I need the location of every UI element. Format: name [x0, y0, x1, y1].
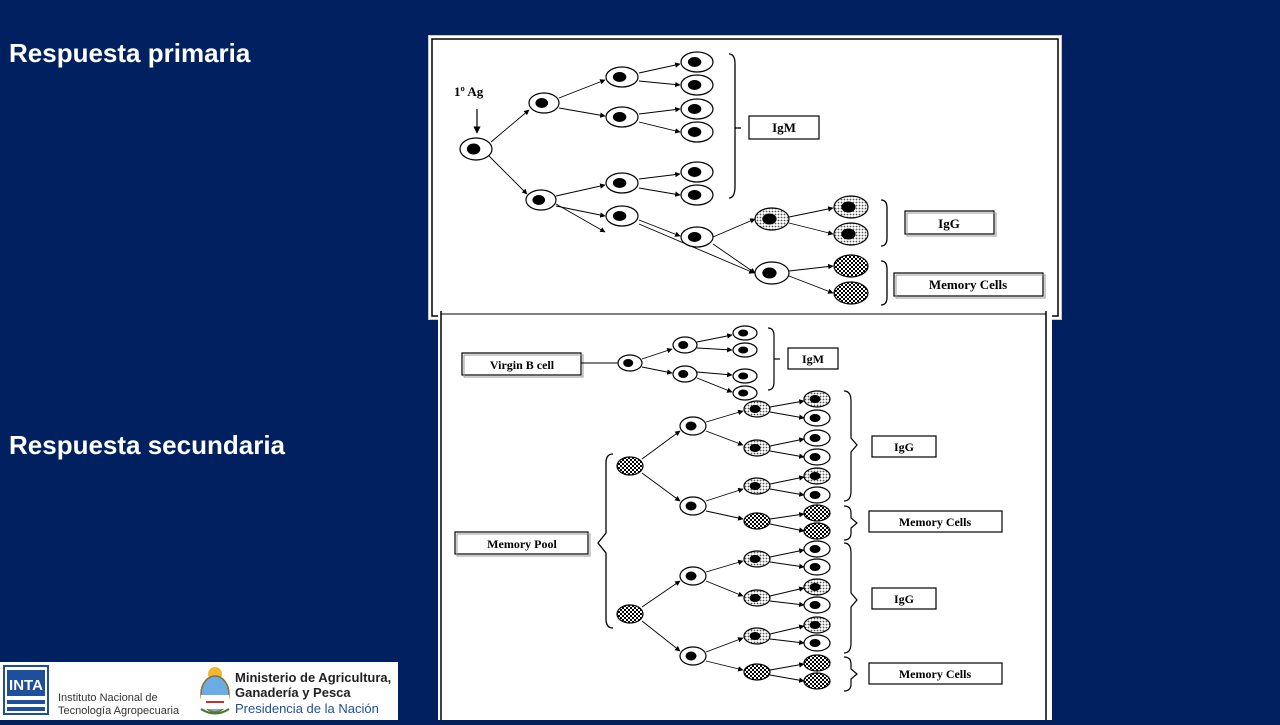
- inta-name-line2: Tecnología Agropecuaria: [58, 705, 180, 717]
- secondary-igm-label: IgM: [802, 352, 824, 366]
- inta-name-line1: Instituto Nacional de: [58, 692, 158, 704]
- cell-plain: [525, 189, 557, 211]
- memory-pool-label: Memory Pool: [487, 537, 557, 551]
- inta-logo-text: INTA: [9, 677, 43, 694]
- argentina-coat-of-arms-icon: [200, 667, 230, 715]
- cell-plain: [803, 558, 831, 576]
- cell-plain: [680, 74, 714, 96]
- cell-plain: [680, 98, 714, 120]
- cell-dotted: [743, 550, 771, 568]
- cell-plain: [680, 51, 714, 73]
- cell-plain: [617, 354, 643, 372]
- cell-plain: [732, 325, 758, 341]
- inta-logo: INTA: [3, 665, 49, 715]
- igg-label-box-2: IgG: [871, 587, 937, 610]
- cell-plain: [605, 106, 639, 128]
- cell-plain: [803, 634, 831, 652]
- cell-plain: [459, 137, 493, 161]
- cell-plain: [605, 172, 639, 194]
- cell-plain: [679, 416, 707, 436]
- memory-cells-label-2: Memory Cells: [899, 667, 972, 681]
- igg-label-box-1: IgG: [871, 435, 937, 458]
- igg-label: IgG: [938, 216, 960, 231]
- heading-secondary-response: Respuesta secundaria: [9, 430, 286, 460]
- ministry-line3: Presidencia de la Nación: [235, 701, 379, 716]
- cell-plain: [803, 486, 831, 504]
- virgin-b-cell-label: Virgin B cell: [490, 358, 555, 372]
- cell-plain: [803, 540, 831, 558]
- virgin-b-cell-label-box: Virgin B cell: [461, 352, 584, 378]
- footer-logo-strip: INTA Instituto Nacional de Tecnología Ag…: [3, 665, 391, 717]
- cell-memory: [803, 672, 831, 690]
- cell-plain: [680, 161, 714, 183]
- footer-logos: INTA Instituto Nacional de Tecnología Ag…: [0, 662, 398, 720]
- cell-plain: [732, 385, 758, 401]
- secondary-response-diagram: Virgin B cell IgM Memory Pool IgG Memory…: [438, 311, 1052, 720]
- secondary-igm-label-box: IgM: [787, 347, 839, 370]
- cell-plain: [605, 205, 639, 227]
- cell-plain: [528, 92, 560, 114]
- primary-response-diagram: 1º Ag IgM IgG Memory Cells: [428, 35, 1062, 320]
- cell-plain: [803, 448, 831, 466]
- cell-plain: [732, 368, 758, 384]
- cell-dotted: [754, 207, 790, 231]
- igg-label-1: IgG: [894, 440, 914, 454]
- cell-plain: [803, 596, 831, 614]
- antigen-label: 1º Ag: [454, 84, 484, 99]
- cell-memory: [803, 654, 831, 672]
- cell-dotted: [743, 400, 771, 418]
- ministry-line1: Ministerio de Agricultura,: [235, 670, 391, 685]
- cell-dotted: [803, 578, 831, 596]
- cell-plain: [605, 66, 639, 88]
- cell-plain: [679, 496, 707, 516]
- memory-cells-label-box: Memory Cells: [893, 272, 1046, 299]
- cell-plain: [732, 342, 758, 358]
- cell-plain: [679, 566, 707, 586]
- cell-dotted: [743, 627, 771, 645]
- ministry-line2: Ganadería y Pesca: [235, 685, 351, 700]
- cell-dotted: [803, 616, 831, 634]
- cell-plain: [672, 365, 698, 383]
- igg-label-box: IgG: [904, 210, 997, 237]
- cell-dotted: [803, 390, 831, 408]
- memory-pool-label-box: Memory Pool: [454, 531, 591, 557]
- igg-label-2: IgG: [894, 592, 914, 606]
- cell-dotted: [743, 589, 771, 607]
- cell-memory: [833, 254, 869, 278]
- cell-plain: [803, 429, 831, 447]
- cell-dotted: [743, 439, 771, 457]
- primary-response-figure: 1º Ag IgM IgG Memory Cells: [431, 38, 1059, 317]
- cell-memory: [616, 456, 644, 476]
- cell-memory: [833, 281, 869, 305]
- cell-memory: [616, 604, 644, 624]
- cell-dotted: [743, 477, 771, 495]
- cell-memory: [743, 512, 771, 530]
- heading-primary-response: Respuesta primaria: [9, 38, 251, 68]
- cell-plain: [679, 646, 707, 666]
- secondary-response-figure: Virgin B cell IgM Memory Pool IgG Memory…: [440, 311, 1047, 720]
- cell-plain: [672, 336, 698, 354]
- memory-cells-label-box-1: Memory Cells: [868, 510, 1003, 533]
- cell-plain: [680, 184, 714, 206]
- cell-memory: [803, 504, 831, 522]
- cell-dotted: [833, 195, 869, 219]
- igm-label-box: IgM: [748, 115, 820, 140]
- cell-dotted: [833, 222, 869, 246]
- cell-plain: [803, 409, 831, 427]
- cell-memory: [743, 663, 771, 681]
- memory-cells-label-box-2: Memory Cells: [868, 662, 1003, 685]
- memory-cells-label-1: Memory Cells: [899, 515, 972, 529]
- cell-plain: [680, 121, 714, 143]
- cell-plain: [754, 261, 790, 285]
- igm-label: IgM: [772, 120, 796, 135]
- cell-memory: [803, 522, 831, 540]
- cell-dotted: [803, 467, 831, 485]
- memory-cells-label: Memory Cells: [929, 277, 1007, 292]
- cell-plain: [680, 226, 714, 248]
